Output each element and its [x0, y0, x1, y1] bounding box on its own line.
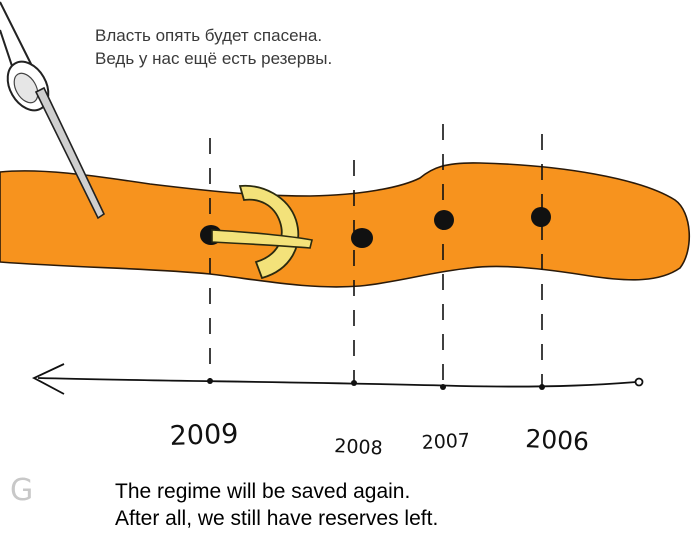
- tick-2008: [351, 380, 357, 386]
- belt-hole-2008: [351, 228, 373, 248]
- tick-2009: [207, 378, 213, 384]
- year-label-2008: 2008: [334, 435, 383, 460]
- caption-english-line-2: After all, we still have reserves left.: [115, 507, 439, 530]
- axis-arrow-head: [31, 363, 65, 395]
- year-guide-lines: [209, 124, 543, 386]
- belt-hole-2007: [434, 210, 454, 230]
- tick-2007: [440, 384, 446, 390]
- pushpin-icon: [0, 1, 106, 220]
- belt-hole-2006: [531, 207, 551, 227]
- caption-english: The regime will be saved again. After al…: [115, 478, 438, 532]
- buckle-icon: [211, 184, 313, 280]
- year-label-2009: 2009: [169, 419, 239, 452]
- caption-russian-line-2: Ведь у нас ещё есть резервы.: [95, 49, 333, 68]
- year-label-2006: 2006: [525, 424, 590, 456]
- timeline-ticks: [207, 378, 545, 390]
- year-label-2007: 2007: [421, 429, 470, 454]
- caption-russian: Власть опять будет спасена. Ведь у нас е…: [95, 24, 332, 70]
- timeline-axis: [31, 363, 644, 395]
- caption-russian-line-1: Власть опять будет спасена.: [95, 26, 323, 45]
- belt-strap: [0, 162, 690, 288]
- axis-end-circle: [634, 377, 644, 387]
- tick-2006: [539, 384, 545, 390]
- artist-signature: G: [10, 473, 33, 508]
- caption-english-line-1: The regime will be saved again.: [115, 480, 411, 503]
